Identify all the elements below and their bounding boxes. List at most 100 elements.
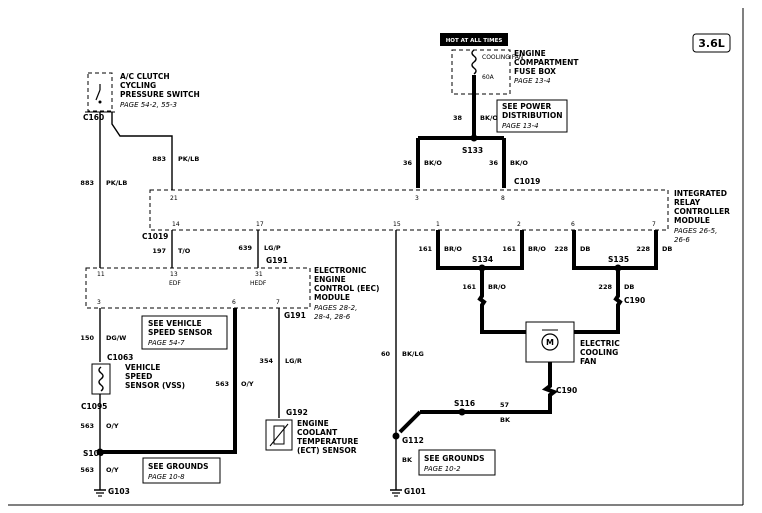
ground-g103-icon: [94, 489, 106, 497]
fuse-rating: 60A: [482, 74, 495, 81]
svg-text:PAGE 13-4: PAGE 13-4: [502, 122, 539, 130]
irc-connector-left: C1019: [142, 232, 168, 241]
ac-switch-outline: [87, 72, 113, 112]
svg-text:3.6L: 3.6L: [698, 37, 725, 50]
wire-197-num: 197: [152, 247, 166, 255]
wire-228-to-fan: [574, 268, 623, 334]
wire-150-color: DG/W: [106, 334, 126, 342]
irc-pin-15: 15: [393, 221, 401, 228]
wire-150-num: 150: [80, 334, 94, 342]
vss-ref: SEE VEHICLE SPEED SENSOR PAGE 54-7: [141, 315, 228, 350]
g191-upper-label: G191: [266, 256, 288, 265]
wire-36a-num: 36: [403, 159, 413, 167]
eec-module-outline: [85, 267, 311, 309]
irc-pin-8: 8: [501, 195, 505, 202]
hot-at-all-times-label: HOT AT ALL TIMES: [440, 33, 508, 46]
c1063-label: C1063: [107, 353, 133, 362]
fuse-symbol-icon: [471, 49, 477, 75]
fuse-box-title-1: ENGINE: [514, 49, 546, 58]
s109-label: S109: [83, 449, 104, 458]
ect-title-3: TEMPERATURE: [297, 437, 358, 446]
s116-label: S116: [454, 399, 475, 408]
wire-161b-num: 161: [502, 245, 516, 253]
wire-161c-num: 161: [462, 283, 476, 291]
wire-197-color: T/O: [178, 247, 191, 255]
fuse-box-title-2: COMPARTMENT: [514, 58, 579, 67]
eec-pin-11: 11: [97, 271, 105, 278]
irc-pin-1: 1: [436, 221, 440, 228]
irc-pages-2: 26-6: [674, 236, 690, 244]
irc-title-2: RELAY: [674, 198, 701, 207]
wire-563c-color: O/Y: [106, 466, 119, 474]
irc-module-outline: [149, 189, 669, 231]
wire-36a-color: BK/O: [424, 159, 442, 167]
g192-label: G192: [286, 408, 308, 417]
svg-text:SPEED SENSOR: SPEED SENSOR: [148, 328, 213, 337]
ground-g101-icon: [390, 489, 402, 497]
wire-883b-color: PK/LB: [178, 155, 199, 163]
eec-pin-3: 3: [97, 299, 101, 306]
wire-228a-num: 228: [554, 245, 568, 253]
wire-36b-num: 36: [489, 159, 499, 167]
vss-title-3: SENSOR (VSS): [125, 381, 185, 390]
irc-pin-17: 17: [256, 221, 264, 228]
svg-text:DISTRIBUTION: DISTRIBUTION: [502, 111, 562, 120]
s134-label: S134: [472, 255, 493, 264]
vss-coil-icon: [98, 366, 104, 392]
svg-text:M: M: [546, 338, 554, 347]
irc-pin-7: 7: [652, 221, 656, 228]
eec-pin-6: 6: [232, 299, 236, 306]
s135-label: S135: [608, 255, 629, 264]
irc-pin-6: 6: [571, 221, 575, 228]
wire-60-num: 60: [381, 350, 391, 358]
g103-label: G103: [108, 487, 130, 496]
irc-pin-14: 14: [172, 221, 180, 228]
wire-161a-color: BR/O: [444, 245, 462, 253]
irc-pages-1: PAGES 26-5,: [674, 227, 717, 235]
wire-161a-num: 161: [418, 245, 432, 253]
wire-228b-color: DB: [662, 245, 672, 253]
fan-motor-icon: M: [541, 329, 559, 351]
wire-639-color: LG/P: [264, 244, 281, 252]
irc-title-1: INTEGRATED: [674, 189, 727, 198]
ac-switch-title-2: CYCLING: [120, 81, 156, 90]
wire-228c-color: DB: [624, 283, 634, 291]
wire-36b-color: BK/O: [510, 159, 528, 167]
irc-title-3: CONTROLLER: [674, 207, 730, 216]
ect-title-4: (ECT) SENSOR: [297, 446, 357, 455]
eec-pages-2: 28-4, 28-6: [314, 313, 351, 321]
engine-badge: 3.6L: [692, 33, 731, 53]
wire-563a-num: 563: [80, 422, 94, 430]
eec-pin-13: 13: [170, 271, 178, 278]
eec-title-4: MODULE: [314, 293, 350, 302]
svg-text:SEE POWER: SEE POWER: [502, 102, 552, 111]
vss-title-2: SPEED: [125, 372, 152, 381]
wire-563b-num: 563: [215, 380, 229, 388]
eec-pages-1: PAGES 28-2,: [314, 304, 357, 312]
fan-title-2: COOLING: [580, 348, 618, 357]
c190-upper-label: C190: [624, 296, 645, 305]
g112-label: G112: [402, 436, 424, 445]
c1095-label: C1095: [81, 402, 107, 411]
irc-title-4: MODULE: [674, 216, 710, 225]
vss-title-1: VEHICLE: [125, 363, 160, 372]
svg-text:SEE GROUNDS: SEE GROUNDS: [148, 462, 209, 471]
wire-57: [420, 362, 559, 414]
fan-title-1: ELECTRIC: [580, 339, 620, 348]
wire-354-color: LG/R: [285, 357, 302, 365]
g101-label: G101: [404, 487, 426, 496]
power-distribution-ref: SEE POWER DISTRIBUTION PAGE 13-4: [496, 99, 568, 133]
eec-title-3: CONTROL (EEC): [314, 284, 379, 293]
wire-161b-color: BR/O: [528, 245, 546, 253]
eec-title-2: ENGINE: [314, 275, 346, 284]
wire-563b-color: O/Y: [241, 380, 254, 388]
eec-pin-edf: EDF: [169, 280, 181, 287]
g190-label: C190: [556, 386, 577, 395]
wire-57-num: 57: [500, 401, 509, 409]
ac-switch-pages: PAGE 54-2, 55-3: [120, 101, 177, 109]
c160-label: C160: [83, 113, 104, 122]
fuse-name: COOLING FAN: [482, 54, 523, 61]
eec-title-1: ELECTRONIC: [314, 266, 367, 275]
wire-883a-color: PK/LB: [106, 179, 127, 187]
